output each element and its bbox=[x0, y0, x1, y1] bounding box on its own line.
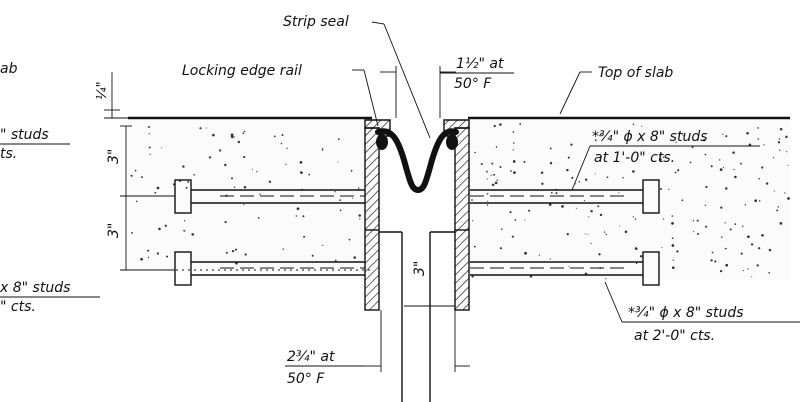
right-stud-lower bbox=[470, 251, 660, 286]
label-right-studs-bot-a: *¾" ϕ x 8" studs bbox=[628, 305, 744, 321]
label-left-studs-top-b: ts. bbox=[0, 146, 17, 162]
left-stud-lower bbox=[174, 251, 365, 286]
label-opening-bottom-a: 2¾" at bbox=[287, 349, 335, 365]
label-opening-top-b: 50° F bbox=[454, 76, 492, 92]
dim-3-upper-label: 3" bbox=[106, 149, 122, 164]
joint-opening bbox=[379, 231, 455, 402]
label-opening-top-a: 1½" at bbox=[456, 56, 504, 72]
dim-3-center: 3" bbox=[404, 232, 455, 307]
label-right-studs-top-a: *¾" ϕ x 8" studs bbox=[592, 129, 708, 145]
dim-3-upper: 3" bbox=[106, 125, 175, 197]
label-right-studs-bot-b: at 2'-0" cts. bbox=[634, 328, 715, 344]
label-top-of-slab: Top of slab bbox=[598, 65, 673, 81]
dim-3-center-label: 3" bbox=[412, 261, 428, 276]
right-edge-rail bbox=[443, 119, 470, 311]
label-right-studs-top-b: at 1'-0" cts. bbox=[594, 150, 675, 166]
label-left-studs-bot-b: " cts. bbox=[0, 299, 36, 315]
dim-opening-top bbox=[380, 66, 456, 118]
label-locking-edge-rail: Locking edge rail bbox=[182, 63, 302, 79]
label-left-studs-bot-a: x 8" studs bbox=[0, 280, 70, 296]
dim-3-lower-label: 3" bbox=[106, 223, 122, 238]
label-opening-bottom-b: 50° F bbox=[287, 371, 325, 387]
left-edge-rail bbox=[364, 119, 391, 311]
right-concrete-slab bbox=[468, 116, 790, 280]
dim-opening-bottom bbox=[365, 310, 470, 372]
dim-3-lower: 3" bbox=[106, 196, 175, 271]
label-left-studs-top-a: " studs bbox=[0, 127, 49, 143]
label-strip-seal: Strip seal bbox=[283, 14, 349, 30]
right-stud-upper bbox=[470, 179, 660, 214]
leader-lines bbox=[0, 21, 800, 367]
dim-quarter-inch: ¼" bbox=[95, 72, 128, 119]
strip-seal-gland bbox=[375, 128, 459, 194]
label-left-slab-cut: ab bbox=[0, 61, 18, 77]
dim-quarter-label: ¼" bbox=[95, 81, 110, 100]
left-concrete-slab bbox=[128, 116, 372, 271]
left-stud-upper bbox=[174, 179, 365, 214]
